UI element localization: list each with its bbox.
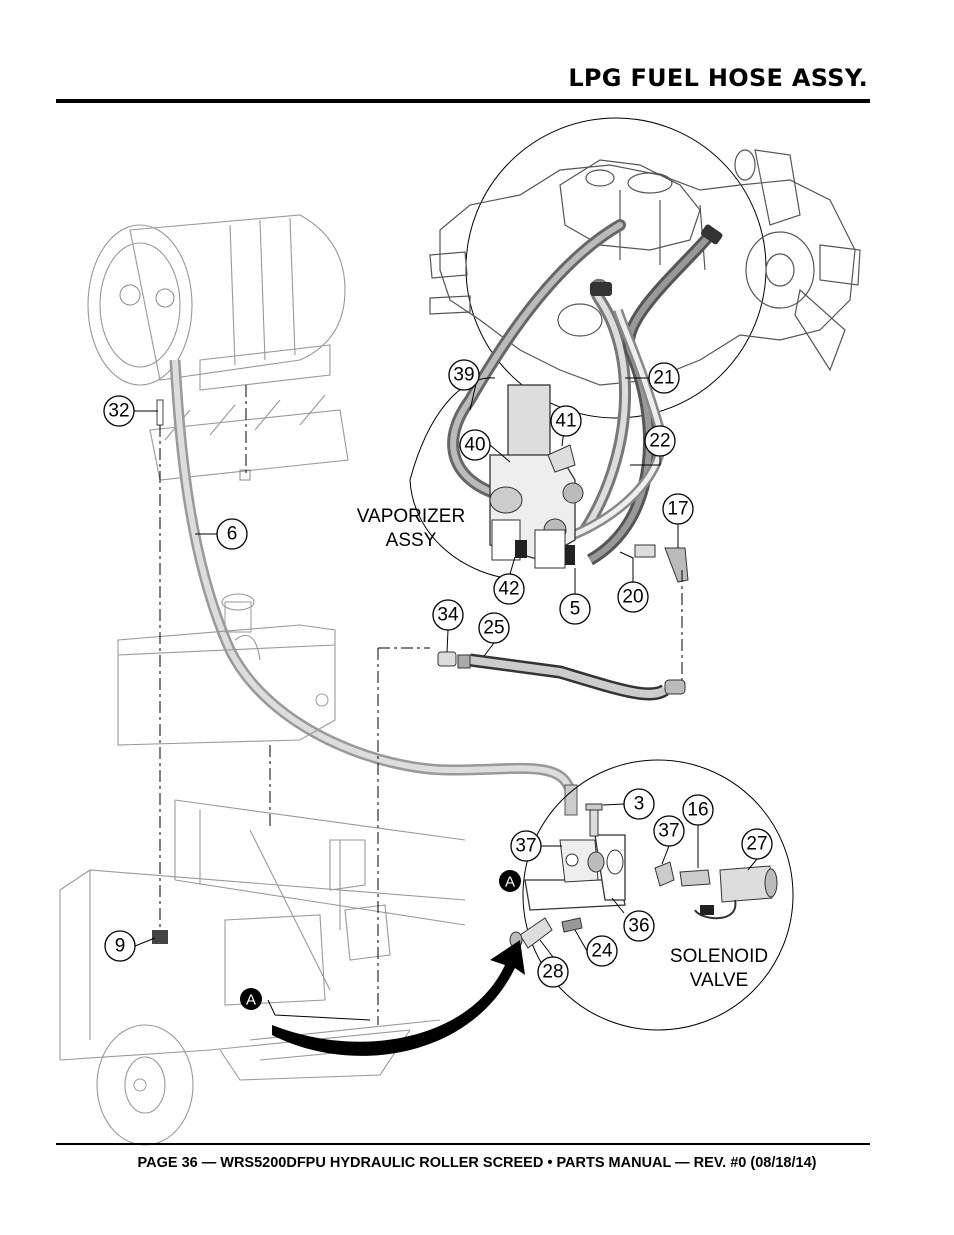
callout-6: 6 [216,518,248,550]
svg-text:20: 20 [622,587,643,608]
callout-27: 27 [741,828,773,860]
detail-marker-a-main: A [240,988,262,1010]
vaporizer-label-line1: VAPORIZER [357,506,465,527]
callout-28: 28 [537,956,569,988]
supply-hose-illustration [437,651,686,701]
lpg-tank-illustration [87,214,349,481]
callout-39: 39 [448,359,480,391]
assembly-centerlines [159,385,683,1025]
callout-5: 5 [559,593,591,625]
svg-text:17: 17 [667,499,688,520]
callout-20: 20 [617,581,649,613]
solenoid-label-line1: SOLENOID [670,946,768,967]
svg-text:36: 36 [628,916,649,937]
callout-25: 25 [478,612,510,644]
svg-text:25: 25 [483,618,504,639]
callout-36: 36 [623,910,655,942]
solenoid-illustration [509,759,794,1031]
hydraulic-tank-illustration [117,593,336,746]
svg-text:37: 37 [515,836,536,857]
engine-illustration [429,117,861,419]
fuel-hose-illustration [169,359,578,816]
svg-text:16: 16 [687,800,708,821]
svg-text:39: 39 [453,365,474,386]
svg-text:27: 27 [746,834,767,855]
callout-17: 17 [662,493,694,525]
callout-37-left: 37 [510,830,542,862]
callout-41: 41 [550,405,582,437]
detail-arrow [272,940,525,1056]
svg-text:24: 24 [591,941,613,962]
detail-marker-a-detail: A [499,870,521,892]
callout-24: 24 [586,935,618,967]
callout-22: 22 [644,425,676,457]
svg-text:28: 28 [542,962,563,983]
callout-40: 40 [459,429,491,461]
header-rule [56,99,870,103]
callout-37-right: 37 [653,815,685,847]
callout-3: 3 [623,788,655,820]
callout-21: 21 [648,362,680,394]
page-title: LPG FUEL HOSE ASSY. [568,64,868,92]
svg-text:34: 34 [437,605,459,626]
solenoid-label-line2: VALVE [690,970,748,991]
vaporizer-label-line2: ASSY [386,530,437,551]
footer-rule [56,1143,870,1145]
svg-text:21: 21 [653,368,674,389]
svg-text:A: A [246,992,256,1009]
bolt-9-illustration [152,930,168,944]
svg-text:5: 5 [570,599,581,620]
svg-text:6: 6 [227,524,238,545]
svg-text:41: 41 [555,411,576,432]
svg-text:40: 40 [464,435,485,456]
leader-lines [134,374,758,1021]
svg-text:22: 22 [649,431,670,452]
frame-illustration [59,799,466,1146]
callout-16: 16 [682,794,714,826]
vaporizer-illustration [409,377,689,583]
callout-34: 34 [432,599,464,631]
svg-text:42: 42 [498,579,519,600]
svg-text:32: 32 [108,401,129,422]
svg-text:37: 37 [658,821,679,842]
svg-text:A: A [505,874,515,891]
svg-text:3: 3 [634,794,645,815]
page-footer: PAGE 36 — WRS5200DFPU HYDRAULIC ROLLER S… [137,1155,817,1171]
callout-9: 9 [104,930,136,962]
svg-text:9: 9 [115,936,126,957]
callout-32: 32 [103,395,135,427]
callout-42: 42 [493,573,525,605]
